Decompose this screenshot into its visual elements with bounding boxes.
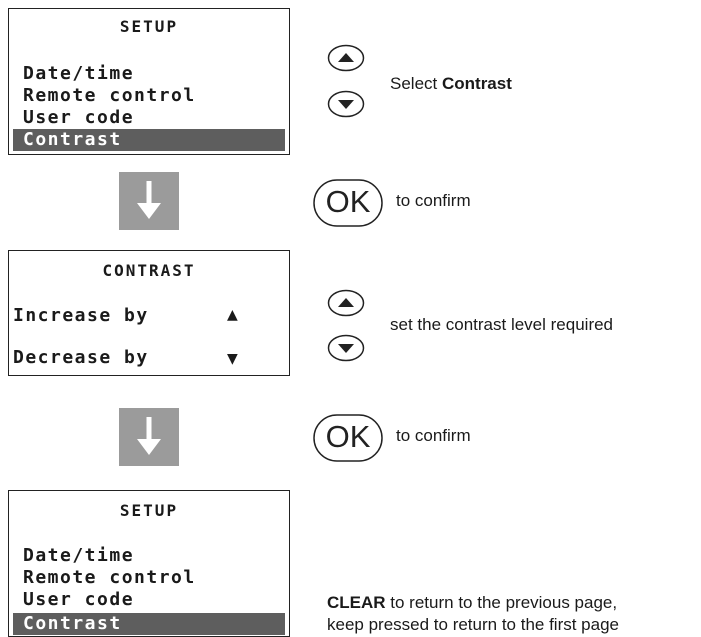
screen-title: CONTRAST [102,261,196,280]
ok-button-icon: OK [313,179,383,227]
decrease-label: Decrease by [13,347,149,368]
select-contrast-instruction: Select Contrast [390,74,512,93]
menu-item-user-code: User code [23,589,135,610]
clear-line-1: CLEAR to return to the previous page, [327,593,618,612]
screen-title: SETUP [119,501,179,520]
screen-title: SETUP [119,17,179,36]
down-arrow-icon [119,408,179,466]
clear-line-2: keep pressed to return to the first page [327,615,620,634]
menu-item-contrast-selected: Contrast [13,613,285,635]
menu-item-contrast-selected: Contrast [13,129,285,151]
down-triangle-icon: ▼ [227,351,238,367]
setup-screen-1: SETUP Date/time Remote control User code… [8,8,290,155]
down-button-icon [327,334,365,362]
down-button-icon [327,90,365,118]
down-arrow-icon [119,172,179,230]
menu-item-date-time: Date/time [23,63,135,84]
setup-screen-2: SETUP Date/time Remote control User code… [8,490,290,637]
up-triangle-icon: ▲ [227,307,238,323]
increase-label: Increase by [13,305,149,326]
confirm-instruction-2: to confirm [396,426,471,445]
svg-text:OK: OK [326,419,371,454]
svg-text:OK: OK [326,184,371,219]
ok-button-icon: OK [313,414,383,462]
menu-item-date-time: Date/time [23,545,135,566]
menu-item-remote-control: Remote control [23,567,196,588]
confirm-instruction-1: to confirm [396,191,471,210]
clear-instruction: CLEAR to return to the previous page, ke… [327,592,619,636]
menu-item-remote-control: Remote control [23,85,196,106]
up-button-icon [327,44,365,72]
set-contrast-instruction: set the contrast level required [390,315,614,334]
menu-item-user-code: User code [23,107,135,128]
up-button-icon [327,289,365,317]
contrast-screen: CONTRAST Increase by ▲ Decrease by ▼ [8,250,290,376]
